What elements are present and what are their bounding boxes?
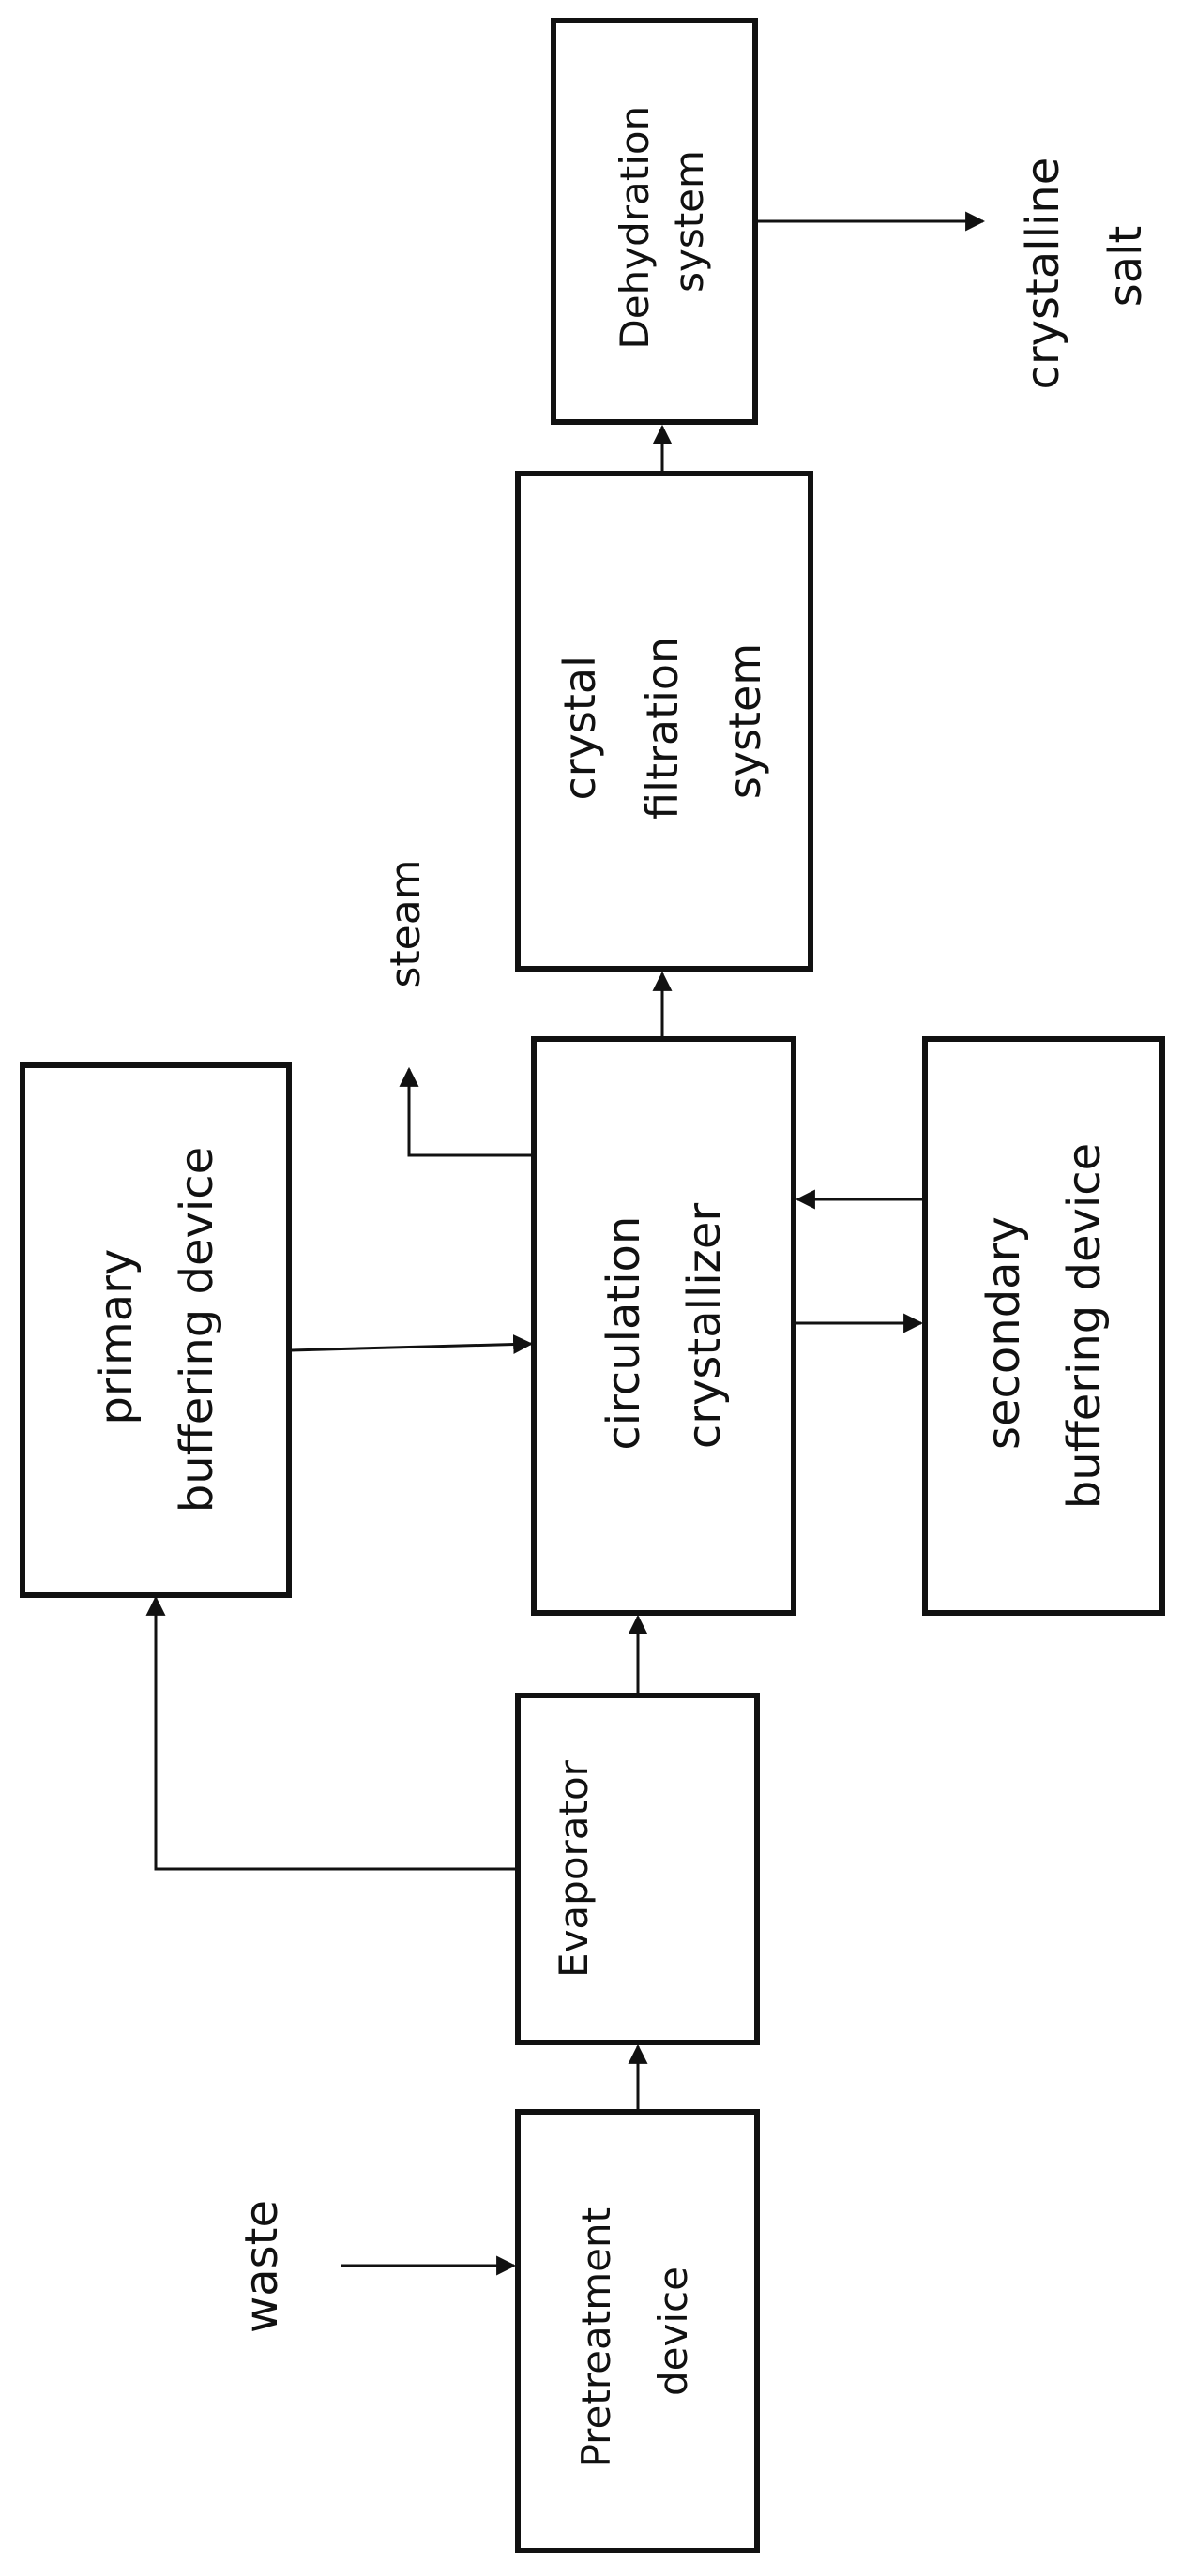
pretreatment-device-box	[518, 2112, 757, 2551]
arrow-primary-to-circulation	[291, 1344, 531, 1350]
crystal-filtration-system-label: crystal filtration system	[554, 623, 770, 820]
waste-label: waste	[235, 2200, 288, 2333]
circulation-crystallizer-box	[534, 1039, 794, 1613]
primary-buffering-device-box	[23, 1065, 289, 1595]
evaporator-label: Evaporator	[551, 1759, 597, 1978]
arrow-evaporator-to-primary	[156, 1598, 518, 1869]
arrow-circulation-to-steam	[409, 1069, 534, 1155]
steam-label: steam	[382, 859, 430, 987]
secondary-buffering-device-box	[925, 1039, 1162, 1613]
crystalline-salt-label: crystalline salt	[1017, 143, 1152, 390]
